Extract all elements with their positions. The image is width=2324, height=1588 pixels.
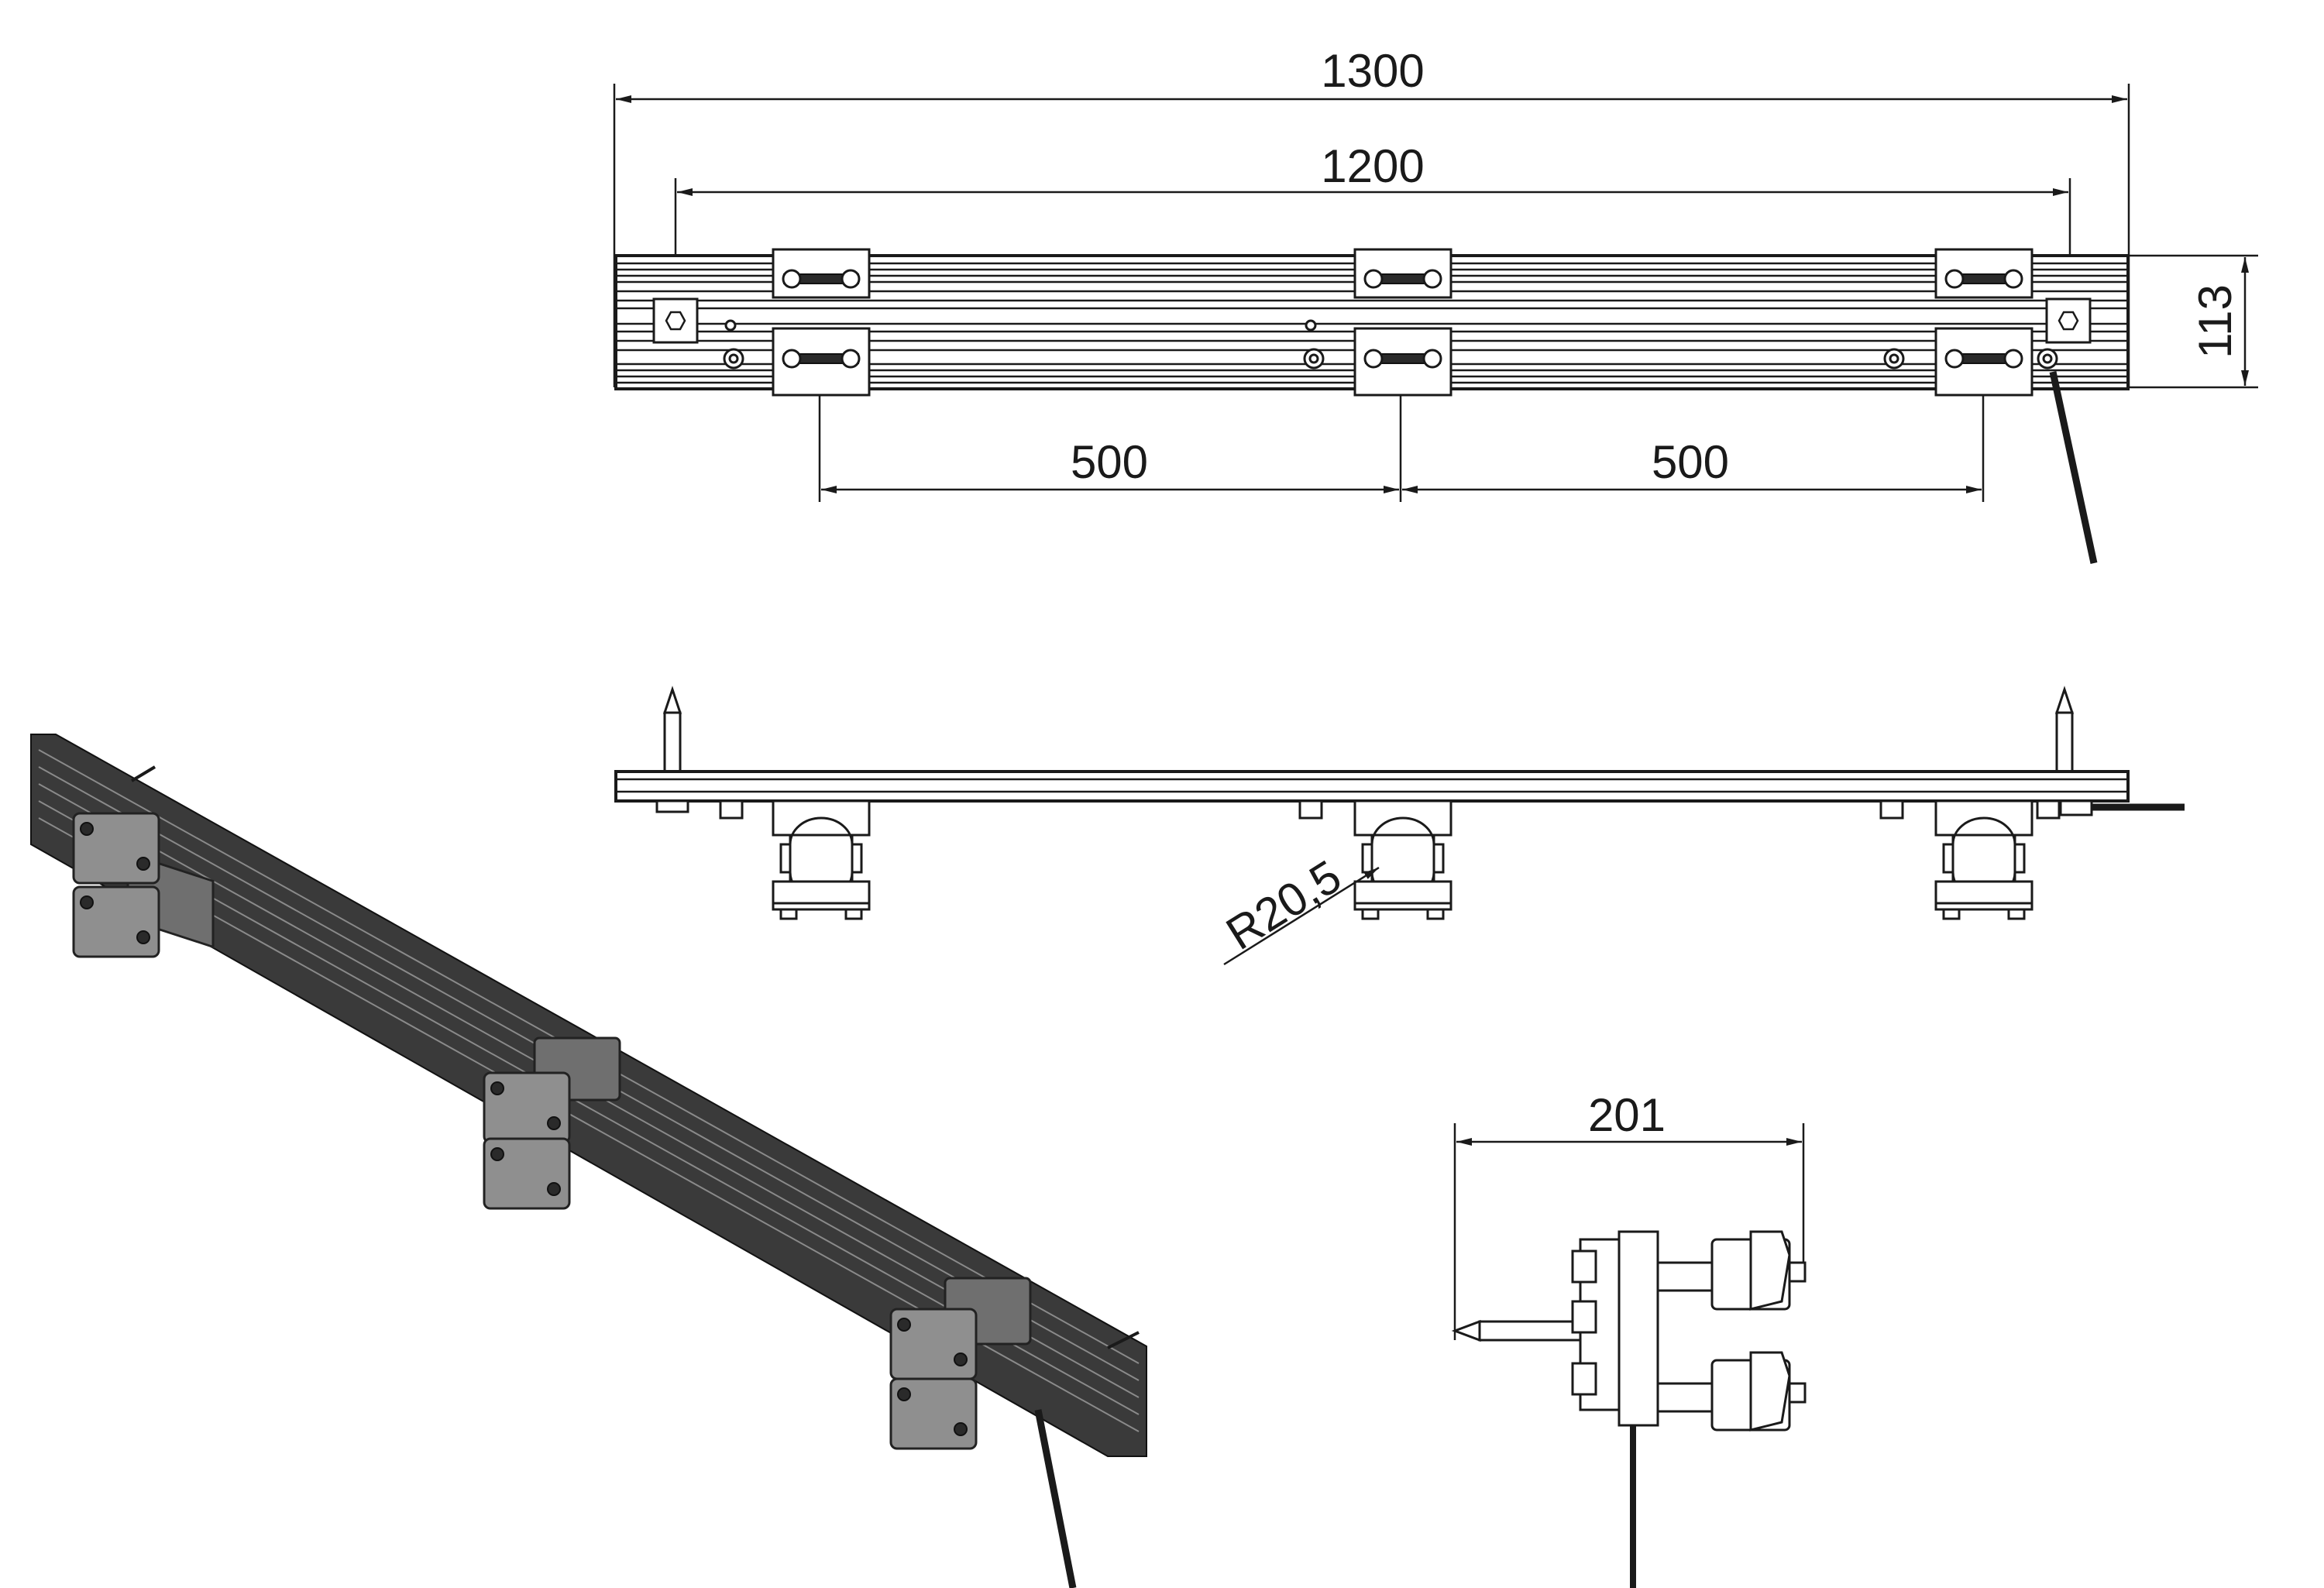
dim-clamp-radius: R20,5 (1217, 850, 1349, 960)
dim-bracket-spacing-left: 500 (1071, 436, 1148, 488)
dim-profile-height: 113 (2189, 284, 2241, 359)
bracket-left-bottom (772, 327, 871, 397)
side-view: 201 (1451, 1089, 1807, 1588)
bracket-right-top (1934, 248, 2033, 299)
hex-plate-right (2045, 297, 2092, 344)
cable-top-view (2049, 371, 2098, 564)
cable-iso (1034, 1409, 1077, 1588)
spike-right (2054, 686, 2075, 773)
dim-bracket-spacing-right: 500 (1652, 436, 1729, 488)
isometric-view (30, 734, 1147, 1588)
hex-plate-left (652, 297, 699, 344)
dim-side-depth: 201 (1588, 1089, 1666, 1141)
bracket-left-top (772, 248, 871, 299)
clamp-iso-mid (483, 1036, 621, 1210)
dim-hole-spacing: 1200 (1321, 140, 1424, 192)
front-view: R20,5 (614, 686, 2185, 966)
clamp-mid (1353, 799, 1452, 920)
bracket-mid-top (1353, 248, 1452, 299)
spike-left (662, 686, 682, 773)
bracket-mid-bottom (1353, 327, 1452, 397)
dim-overall-length: 1300 (1321, 45, 1424, 97)
top-view: 1300 1200 (613, 45, 2258, 564)
clamp-iso-left (72, 812, 215, 958)
radius-leader (1223, 866, 1380, 966)
rail-front (614, 770, 2130, 803)
clamp-iso-right (889, 1277, 1032, 1450)
clamp-left (772, 799, 871, 920)
bracket-right-bottom (1934, 327, 2033, 397)
rail-bolts (723, 319, 2058, 370)
clamp-right (1934, 799, 2033, 920)
